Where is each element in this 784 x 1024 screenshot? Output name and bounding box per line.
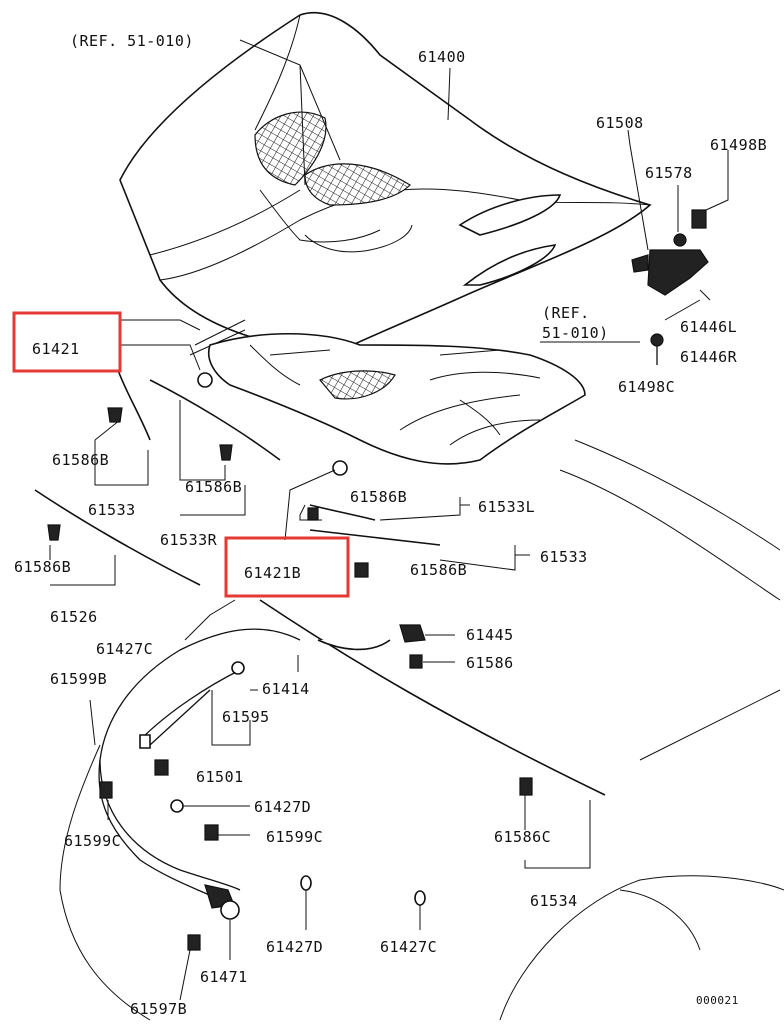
hoses-and-cables: [98, 628, 301, 901]
label-61533-1: 61533: [88, 501, 136, 519]
label-61599c-2: 61599C: [266, 828, 323, 846]
label-61586c: 61586C: [494, 828, 551, 846]
label-61427d-1: 61427D: [254, 798, 311, 816]
part-number-labels: (REF. 51-010) 61400 61508 61498B 61578 (…: [14, 32, 767, 1018]
highlight-box-61421b: [224, 536, 350, 598]
hood-scoop-grille-left: [254, 111, 327, 186]
label-61586b-4: 61586B: [14, 558, 71, 576]
label-61501: 61501: [196, 768, 244, 786]
label-61498c: 61498C: [618, 378, 675, 396]
label-ref-mid-2: 51-010): [542, 324, 609, 342]
hinge-61446: [647, 249, 709, 296]
label-61586b-1: 61586B: [52, 451, 109, 469]
label-61471: 61471: [200, 968, 248, 986]
label-61586b-3: 61586B: [350, 488, 407, 506]
label-ref-mid-1: (REF.: [542, 304, 590, 322]
label-61414: 61414: [262, 680, 310, 698]
label-61446r: 61446R: [680, 348, 738, 366]
label-61595: 61595: [222, 708, 270, 726]
hood-scoop-grille-right: [304, 163, 411, 206]
label-61445: 61445: [466, 626, 514, 644]
label-61597b: 61597B: [130, 1000, 187, 1018]
label-61578: 61578: [645, 164, 693, 182]
hood-inner-frame: [208, 333, 586, 465]
label-61586b-2: 61586B: [185, 478, 242, 496]
label-61400: 61400: [418, 48, 466, 66]
hood-hinge-assembly: [631, 209, 709, 365]
leader-lines: [49, 39, 729, 1001]
label-61498b: 61498B: [710, 136, 767, 154]
label-61421: 61421: [32, 340, 80, 358]
hood-panel: [119, 12, 652, 361]
highlight-box-61421: [12, 311, 122, 373]
windshield-outline: [59, 439, 784, 1021]
fasteners: [47, 372, 533, 951]
label-61586b-5: 61586B: [410, 561, 467, 579]
label-61526: 61526: [50, 608, 98, 626]
diagram-code: 000021: [696, 994, 739, 1007]
label-61533r: 61533R: [160, 531, 218, 549]
label-61534: 61534: [530, 892, 578, 910]
label-61599b: 61599B: [50, 670, 107, 688]
label-61427c-2: 61427C: [380, 938, 437, 956]
label-61446l: 61446L: [680, 318, 737, 336]
label-61421b: 61421B: [244, 564, 301, 582]
label-61533l: 61533L: [478, 498, 535, 516]
seals-and-strips: [34, 369, 606, 796]
label-61508: 61508: [596, 114, 644, 132]
label-61533-2: 61533: [540, 548, 588, 566]
label-61427c-1: 61427C: [96, 640, 153, 658]
label-61586: 61586: [466, 654, 514, 672]
label-61427d-2: 61427D: [266, 938, 323, 956]
label-61599c-1: 61599C: [64, 832, 121, 850]
label-ref-top: (REF. 51-010): [70, 32, 194, 50]
